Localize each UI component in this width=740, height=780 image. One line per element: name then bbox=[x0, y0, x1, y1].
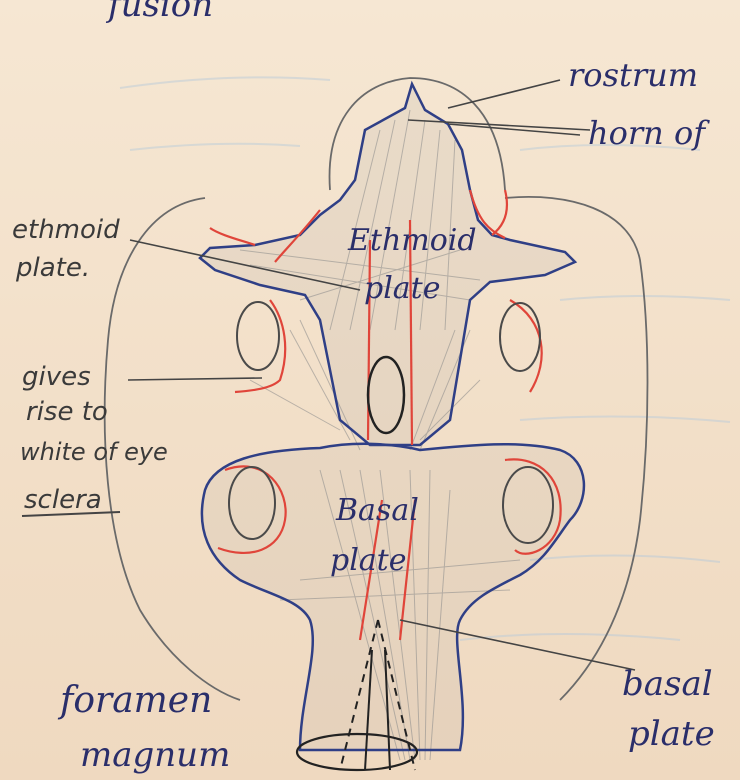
label-ethmoid-left-line1: ethmoid bbox=[12, 215, 120, 245]
ethmoid-plate-outline bbox=[200, 84, 575, 445]
label-foramen-line2: magnum bbox=[80, 735, 230, 775]
label-ethmoid-left-line2: plate. bbox=[15, 253, 90, 283]
label-foramen-line1: foramen bbox=[57, 680, 212, 721]
label-ethmoid-center-line2: plate bbox=[364, 271, 441, 306]
label-basal-center-line1: Basal bbox=[335, 493, 419, 528]
header-text: fusion bbox=[105, 0, 213, 25]
eye-oval-upper-right bbox=[500, 303, 540, 371]
eye-oval-upper-left bbox=[237, 302, 279, 370]
label-gives-line2: rise to bbox=[26, 397, 108, 427]
label-horn-of: horn of bbox=[588, 114, 710, 152]
label-gives-line1: gives bbox=[22, 362, 91, 392]
label-basal-right-line1: basal bbox=[622, 664, 713, 704]
label-gives-line4: sclera bbox=[24, 485, 102, 515]
label-ethmoid-center-line1: Ethmoid bbox=[347, 223, 477, 258]
label-rostrum: rostrum bbox=[568, 56, 698, 94]
basal-plate-outline bbox=[202, 444, 584, 750]
label-gives-line3: white of eye bbox=[20, 438, 168, 466]
label-basal-right-line2: plate bbox=[628, 714, 715, 754]
label-basal-center-line2: plate bbox=[330, 543, 407, 578]
